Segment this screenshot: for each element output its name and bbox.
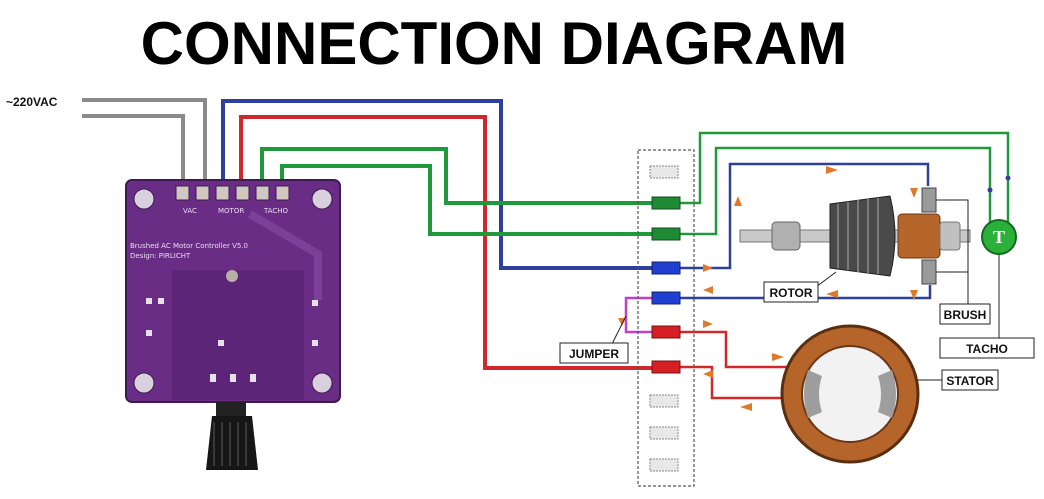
header-label-motor: MOTOR [218, 207, 244, 215]
terminal-empty [649, 458, 679, 472]
rotor-bearing [771, 221, 801, 251]
arrow-icon [740, 403, 752, 411]
potentiometer-shaft [216, 402, 246, 416]
tacho-generator-icon [981, 219, 1017, 255]
controller-board: VAC MOTOR TACHO Brushed AC Motor Control… [125, 179, 341, 470]
junction-dot [987, 187, 993, 193]
arrow-icon [826, 290, 838, 298]
pcb-trace [247, 210, 322, 300]
brush-bottom [921, 259, 937, 285]
arrow-icon [826, 166, 838, 174]
page-title: CONNECTION DIAGRAM [141, 10, 848, 77]
mount-hole [133, 372, 155, 394]
tacho-wire-2 [680, 146, 992, 236]
arrow-icon [703, 320, 713, 328]
rotor [739, 187, 971, 285]
label-jumper-text: JUMPER [569, 347, 619, 361]
junction-dot [1005, 175, 1011, 181]
tacho-wire-top [680, 131, 1010, 226]
label-brush-text: BRUSH [944, 308, 987, 322]
header-label-vac: VAC [183, 207, 197, 215]
brush-leader [936, 199, 969, 306]
terminal-blue-2 [651, 291, 681, 305]
arrow-icon [910, 290, 918, 300]
current-arrows [618, 166, 918, 411]
board-silk-title: Brushed AC Motor Controller V5.0 [130, 242, 248, 250]
rotor-end-cap [939, 221, 961, 251]
jumper-wire [624, 296, 652, 334]
header-pins [175, 185, 290, 201]
header-label-tacho: TACHO [263, 207, 289, 215]
blue-wire [221, 99, 652, 270]
arrow-icon [703, 264, 713, 272]
arrow-icon [910, 188, 918, 198]
pcb-pads [146, 298, 318, 382]
label-tacho: TACHO [939, 337, 1035, 359]
wires [82, 98, 1011, 400]
ac-wire-2 [82, 114, 185, 182]
stator-pole [804, 370, 822, 418]
board-silk-design: Design: PIRLICHT [130, 252, 191, 260]
mount-hole [133, 188, 155, 210]
stator [780, 324, 920, 464]
terminal-strip-outline [637, 149, 695, 487]
terminal-empty [649, 394, 679, 408]
arrow-icon [734, 196, 742, 206]
potentiometer-knob-grip [213, 422, 247, 466]
rotor-windings [837, 198, 879, 274]
label-stator-text: STATOR [946, 374, 994, 388]
brush-wire-top [680, 162, 930, 270]
terminal-green-2 [651, 227, 681, 241]
terminal-empty [649, 165, 679, 179]
tacho-symbol: T [993, 227, 1005, 247]
label-brush: BRUSH [939, 303, 991, 325]
arrow-icon [772, 353, 784, 361]
ac-wire-1 [82, 98, 207, 182]
label-stator: STATOR [941, 369, 999, 391]
terminal-strip [637, 149, 695, 487]
mount-hole [311, 188, 333, 210]
terminal-green-1 [651, 196, 681, 210]
label-tacho-text: TACHO [966, 342, 1008, 356]
label-rotor-text: ROTOR [769, 286, 812, 300]
stator-wire-2 [680, 365, 800, 400]
potentiometer-knob [206, 416, 258, 470]
red-wire [239, 115, 652, 370]
green-wire-1 [260, 147, 652, 205]
terminal-red-2 [651, 360, 681, 374]
stator-ring-inner [801, 345, 899, 443]
stator-pole [878, 370, 896, 418]
label-rotor: ROTOR [763, 271, 837, 303]
pcb-component [226, 270, 238, 282]
terminal-empty [649, 426, 679, 440]
commutator [897, 213, 941, 259]
rotor-core [829, 195, 896, 277]
label-jumper: JUMPER [559, 315, 629, 364]
arrow-icon [703, 370, 713, 378]
mount-hole [311, 372, 333, 394]
terminal-blue-1 [651, 261, 681, 275]
green-wire-2 [280, 164, 652, 236]
brush-wire-bottom [680, 285, 932, 300]
arrow-icon [703, 286, 713, 294]
stator-wire-1 [680, 330, 790, 369]
ac-input-label: ~220VAC [6, 95, 58, 109]
terminal-red-1 [651, 325, 681, 339]
brush-top [921, 187, 937, 213]
pcb-trace [172, 270, 304, 400]
